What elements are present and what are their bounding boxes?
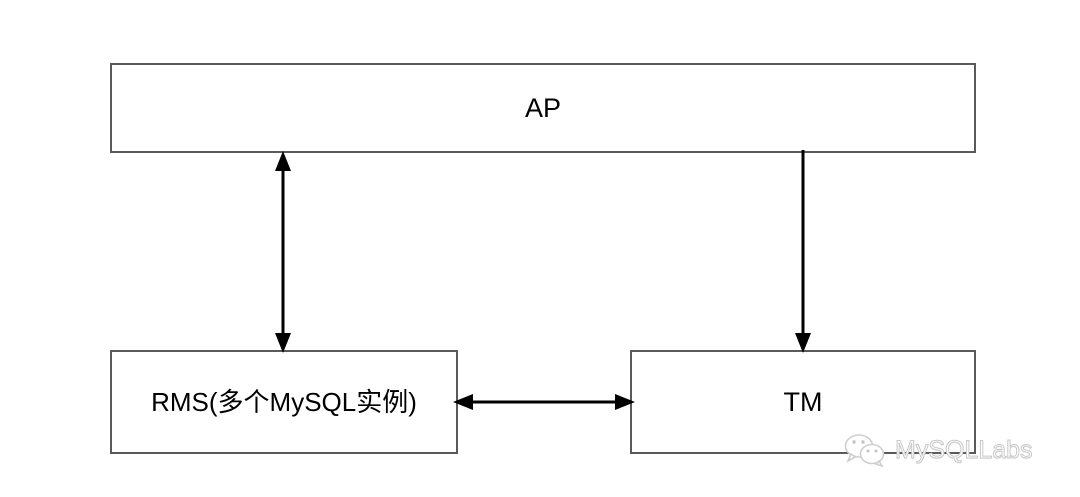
node-tm: TM [630, 350, 976, 454]
node-ap: AP [110, 63, 976, 153]
edge-ap-tm-arrow [795, 150, 811, 353]
edge-rms-tm-bidirectional-arrow [453, 394, 635, 410]
node-ap-label: AP [524, 92, 562, 123]
node-tm-label: TM [783, 386, 823, 417]
edge-ap-rms-bidirectional-arrow [275, 151, 291, 353]
node-rms-label: RMS(多个MySQL实例) [151, 387, 417, 417]
node-rms: RMS(多个MySQL实例) [110, 350, 458, 454]
